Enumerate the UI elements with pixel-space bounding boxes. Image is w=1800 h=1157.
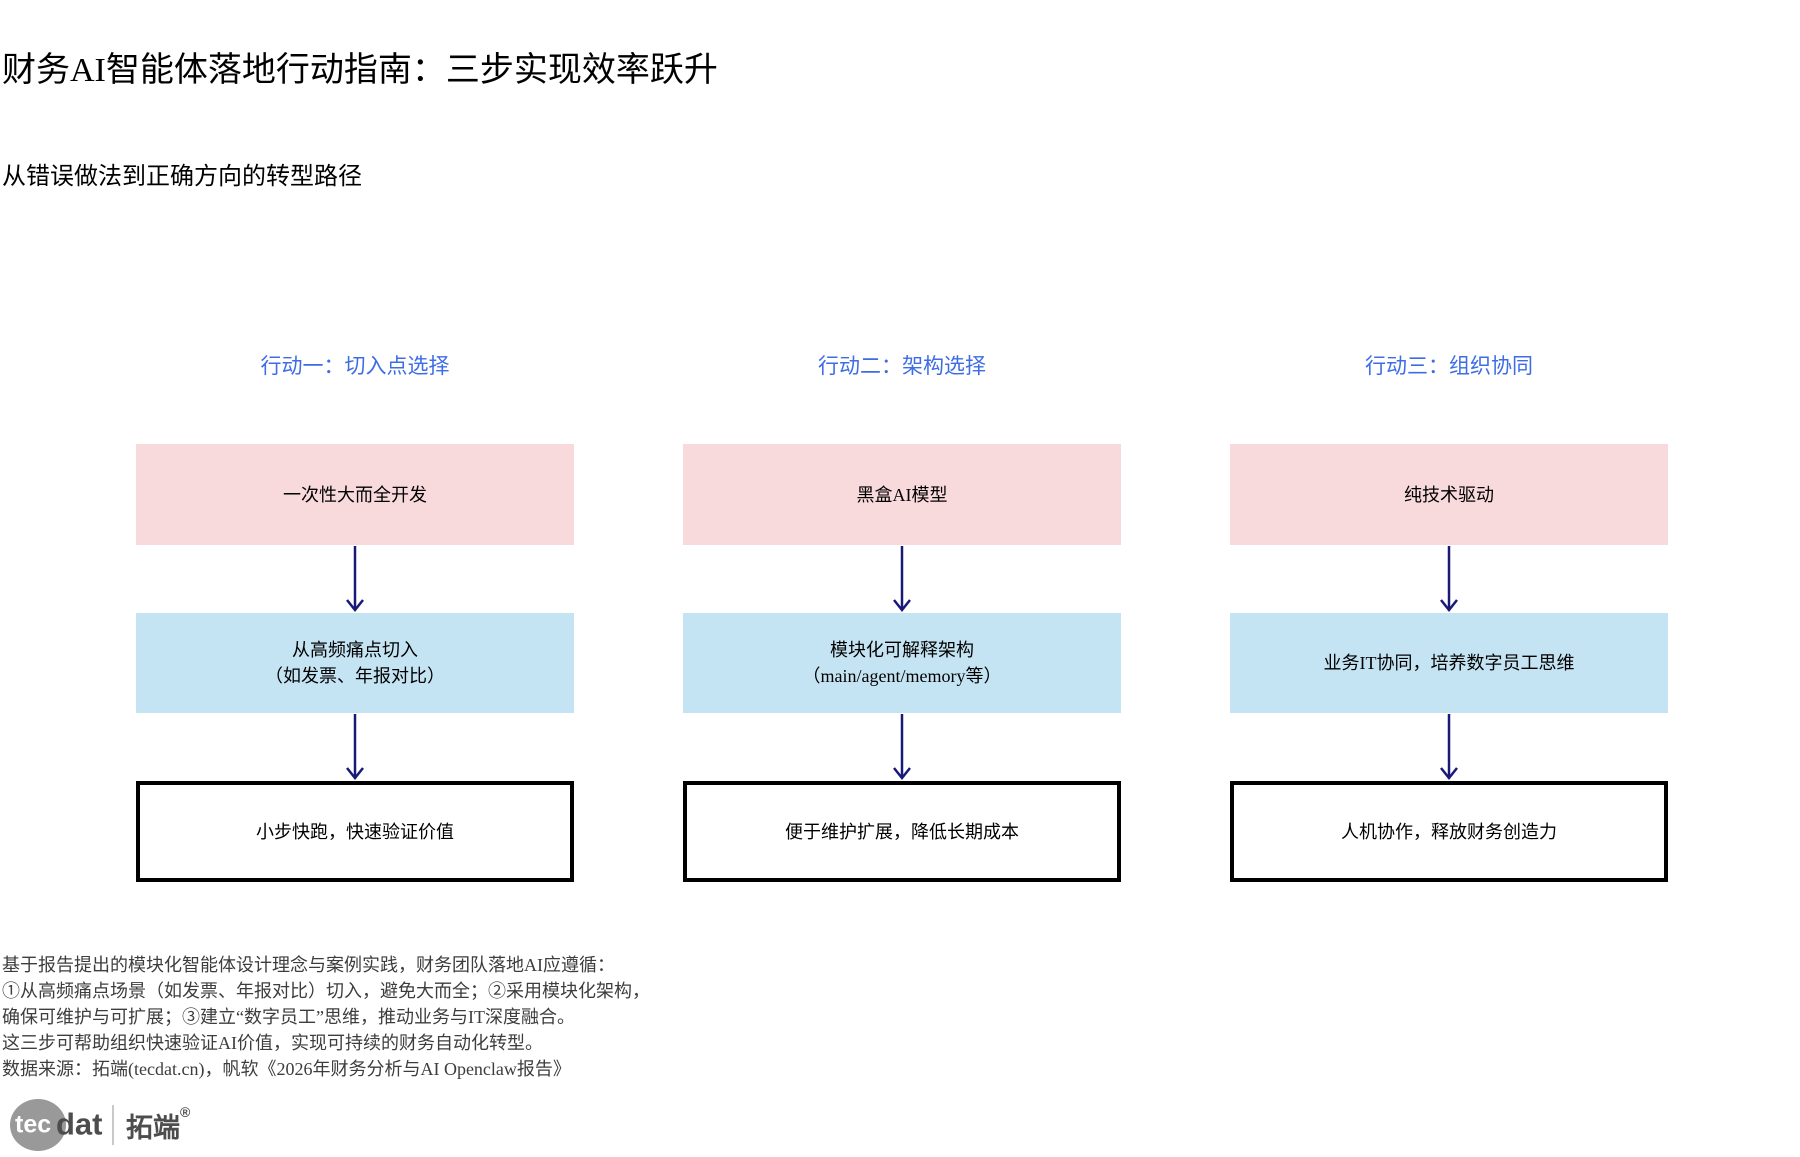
page-title: 财务AI智能体落地行动指南：三步实现效率跃升 (2, 52, 718, 89)
logo-text-dat: dat (56, 1106, 103, 1142)
right-approach-line2: （如发票、年报对比） (265, 666, 445, 686)
action-column-2: 行动二：架构选择 黑盒AI模型 模块化可解释架构 （main/agent/mem… (683, 0, 1121, 1157)
outcome-box: 小步快跑，快速验证价值 (136, 781, 574, 882)
footer-note: 基于报告提出的模块化智能体设计理念与案例实践，财务团队落地AI应遵循： ①从高频… (2, 952, 650, 1082)
outcome-box: 便于维护扩展，降低长期成本 (683, 781, 1121, 882)
column-heading: 行动二：架构选择 (818, 354, 986, 378)
footer-line: 确保可维护与可扩展；③建立“数字员工”思维，推动业务与IT深度融合。 (2, 1007, 575, 1027)
footer-line: 这三步可帮助组织快速验证AI价值，实现可持续的财务自动化转型。 (2, 1033, 543, 1053)
wrong-approach-box: 纯技术驱动 (1230, 444, 1668, 545)
down-arrow-icon (889, 545, 915, 613)
footer-line: 基于报告提出的模块化智能体设计理念与案例实践，财务团队落地AI应遵循： (2, 955, 615, 975)
column-heading: 行动三：组织协同 (1365, 354, 1533, 378)
wrong-approach-label: 纯技术驱动 (1404, 484, 1494, 505)
page-subtitle: 从错误做法到正确方向的转型路径 (2, 164, 362, 190)
action-column-1: 行动一：切入点选择 一次性大而全开发 从高频痛点切入 （如发票、年报对比） 小步… (136, 0, 574, 1157)
logo-text-tec: tec (15, 1110, 52, 1139)
down-arrow-icon (1436, 713, 1462, 781)
right-approach-line1: 模块化可解释架构 (830, 640, 974, 660)
right-approach-box: 从高频痛点切入 （如发票、年报对比） (136, 613, 574, 713)
logo-cn-text: 拓端 (126, 1112, 180, 1143)
wrong-approach-label: 黑盒AI模型 (856, 484, 948, 505)
column-heading: 行动一：切入点选择 (260, 354, 450, 378)
action-column-3: 行动三：组织协同 纯技术驱动 业务IT协同，培养数字员工思维 人机协作，释放财务… (1230, 0, 1668, 1157)
footer-line: ①从高频痛点场景（如发票、年报对比）切入，避免大而全；②采用模块化架构， (2, 981, 650, 1001)
tecdat-logo-mark: tec dat (10, 1098, 106, 1152)
down-arrow-icon (342, 545, 368, 613)
right-approach-box: 业务IT协同，培养数字员工思维 (1230, 613, 1668, 713)
right-approach-line1: 从高频痛点切入 (292, 640, 418, 660)
logo-cn-name: 拓端 ® (126, 1103, 191, 1145)
down-arrow-icon (342, 713, 368, 781)
wrong-approach-box: 一次性大而全开发 (136, 444, 574, 545)
down-arrow-icon (889, 713, 915, 781)
outcome-label: 人机协作，释放财务创造力 (1341, 821, 1557, 842)
tecdat-logo: tec dat 拓端 ® (10, 1097, 190, 1153)
wrong-approach-box: 黑盒AI模型 (683, 444, 1121, 545)
logo-circle-icon (10, 1099, 66, 1151)
outcome-label: 小步快跑，快速验证价值 (256, 821, 454, 842)
registered-trademark-icon: ® (180, 1103, 191, 1120)
outcome-box: 人机协作，释放财务创造力 (1230, 781, 1668, 882)
outcome-label: 便于维护扩展，降低长期成本 (785, 821, 1019, 842)
right-approach-line2: （main/agent/memory等） (802, 666, 1002, 686)
logo-divider (112, 1105, 114, 1145)
right-approach-box: 模块化可解释架构 （main/agent/memory等） (683, 613, 1121, 713)
right-approach-line1: 业务IT协同，培养数字员工思维 (1323, 653, 1575, 673)
footer-source-line: 数据来源：拓端(tecdat.cn)，帆软《2026年财务分析与AI Openc… (2, 1059, 571, 1079)
down-arrow-icon (1436, 545, 1462, 613)
wrong-approach-label: 一次性大而全开发 (283, 484, 427, 505)
